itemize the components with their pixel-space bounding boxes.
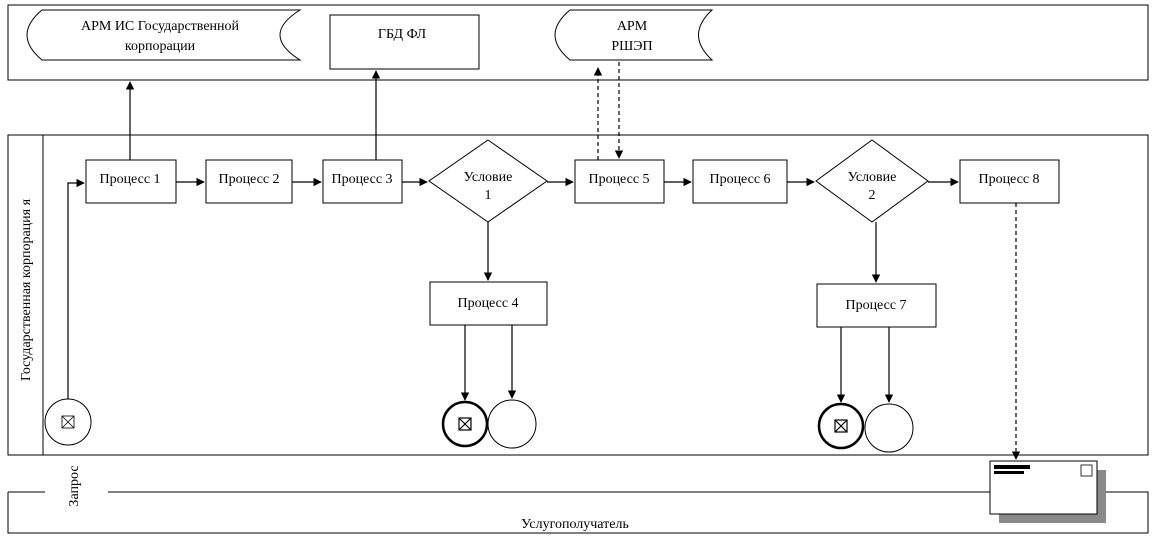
process-2: Процесс 2	[205, 159, 293, 204]
process-2-box	[205, 159, 293, 204]
process-7: Процесс 7	[816, 283, 937, 328]
condition-2-label-line1: Условие	[848, 170, 897, 185]
condition-1-label-line1: Условие	[464, 170, 513, 185]
end-event-terminate-2-box	[834, 419, 848, 433]
end-events-condition-2	[817, 402, 914, 453]
process-7-label: Процесс 7	[845, 298, 906, 313]
process-1-label: Процесс 1	[99, 172, 160, 187]
arm-rshep-label-line1: АРМ	[617, 19, 648, 34]
message-envelope-stamp	[1080, 464, 1093, 477]
recipient-lane-label: Услугополучатель	[521, 517, 629, 532]
process-5-label: Процесс 5	[588, 172, 649, 187]
gbd-fl-label: ГБД ФЛ	[378, 27, 427, 42]
message-envelope-body	[989, 460, 1098, 515]
process-3-label: Процесс 3	[331, 172, 392, 187]
flow-start-to-process-1	[67, 178, 85, 399]
process-5: Процесс 5	[574, 159, 665, 204]
arm-is-label-line2: корпорации	[125, 39, 196, 54]
process-8-box	[959, 159, 1060, 204]
condition-2-diamond	[815, 139, 929, 223]
end-event-1	[487, 399, 537, 449]
systems-lane-border	[7, 4, 1149, 81]
corporation-lane: Государственная корпорация я	[7, 134, 1149, 456]
process-1: Процесс 1	[85, 159, 177, 204]
process-6: Процесс 6	[692, 159, 788, 204]
process-3: Процесс 3	[322, 159, 403, 204]
message-envelope	[989, 460, 1106, 523]
condition-1: Условие 1	[428, 139, 548, 223]
corporation-lane-label: Государственная корпорация я	[19, 198, 34, 381]
corporation-lane-border	[7, 134, 1149, 456]
systems-lane	[7, 4, 1149, 81]
end-event-terminate-1-x2	[458, 417, 472, 431]
system-arm-is: АРМ ИС Государственной корпорации	[26, 9, 302, 61]
flow-connectors	[67, 62, 1021, 460]
end-events-condition-1	[441, 399, 537, 449]
process-6-label: Процесс 6	[709, 172, 770, 187]
message-envelope-stamp-bar	[994, 465, 1030, 469]
process-7-box	[816, 283, 937, 328]
recipient-lane: Услугополучатель	[7, 491, 1149, 534]
start-event: Запрос	[44, 398, 92, 507]
process-8: Процесс 8	[959, 159, 1060, 204]
system-gbd-fl: ГБД ФЛ	[329, 14, 480, 70]
process-4: Процесс 4	[429, 281, 548, 326]
end-event-terminate-1-box	[458, 417, 472, 431]
process-4-box	[429, 281, 548, 326]
arm-rshep-label-line2: РШЭП	[611, 39, 652, 54]
start-event-box	[61, 415, 75, 429]
start-event-label: Запрос	[67, 465, 82, 506]
arm-is-label-line1: АРМ ИС Государственной	[81, 19, 240, 34]
message-envelope-stamp-bar-2	[994, 471, 1024, 474]
condition-2-label-line2: 2	[869, 188, 876, 203]
gbd-fl-shape	[329, 14, 480, 70]
system-arm-rshep: АРМ РШЭП	[554, 9, 714, 61]
recipient-lane-border	[7, 491, 1149, 534]
process-8-label: Процесс 8	[978, 172, 1039, 187]
process-1-box	[85, 159, 177, 204]
end-event-terminate-2-x2	[834, 419, 848, 433]
condition-1-label-line2: 1	[485, 188, 492, 203]
arm-is-shape	[26, 9, 302, 61]
process-3-box	[322, 159, 403, 204]
process-2-label: Процесс 2	[218, 172, 279, 187]
process-4-label: Процесс 4	[457, 296, 518, 311]
end-event-2	[864, 403, 914, 453]
condition-2: Условие 2	[815, 139, 929, 223]
start-event-x2	[61, 415, 75, 429]
arm-rshep-shape	[554, 9, 714, 61]
